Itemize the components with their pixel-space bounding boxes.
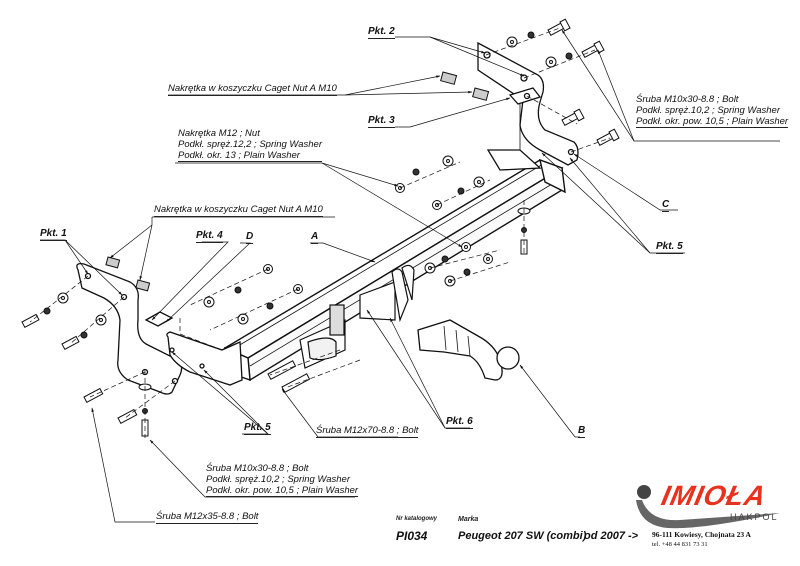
catalog-number-label: Nr katalogowy <box>396 516 438 522</box>
fasteners <box>21 18 620 437</box>
bolt-right-1 <box>561 108 585 126</box>
note-nut-m12-line-3: Podkł. okr. 13 ; Plain Washer <box>178 150 322 162</box>
label-part-b: B <box>578 425 586 438</box>
note-bolt-m10-left-line-2: Podkł. spręż.10,2 ; Spring Washer <box>206 474 350 485</box>
note-bolt-m10-right-line-3: Podkł. okr. pow. 10,5 ; Plain Washer <box>636 116 789 128</box>
catalog-number: PI034 <box>396 529 428 543</box>
note-bolt-m10-right-line-1: Śruba M10x30-8.8 ; Bolt <box>636 94 739 105</box>
label-pkt-1: Pkt. 1 <box>40 228 67 241</box>
label-caget-nut-top: Nakrętka w koszyczku Caget Nut A M10 <box>168 83 337 96</box>
left-side-plate <box>166 331 243 386</box>
note-bolt-m10-left-line-3: Podkł. okr. pow. 10,5 ; Plain Washer <box>206 485 359 497</box>
bolt-m12x70-2 <box>281 373 311 393</box>
right-bracket <box>477 41 579 171</box>
vehicle-year: od 2007 -> <box>584 530 639 542</box>
label-part-c: C <box>662 199 670 212</box>
label-caget-nut-left: Nakrętka w koszyczku Caget Nut A M10 <box>154 204 323 217</box>
brand-name: IMIOŁA <box>658 480 770 511</box>
brand-logo-mark <box>636 485 780 529</box>
label-pkt-2: Pkt. 2 <box>368 26 395 39</box>
label-pkt-5-right: Pkt. 5 <box>656 241 683 254</box>
note-nut-m12: Nakrętka M12 ; Nut Podkł. spręż.12,2 ; S… <box>178 128 322 162</box>
mount-bracket <box>359 264 415 323</box>
label-pkt-6: Pkt. 6 <box>446 416 473 429</box>
note-bolt-m10-left-line-1: Śruba M10x30-8.8 ; Bolt <box>206 463 309 474</box>
bolt-top-1 <box>547 18 571 36</box>
left-bracket <box>76 262 183 395</box>
label-pkt-5-left: Pkt. 5 <box>244 422 271 435</box>
brand-address: 96-111 Kowiesy, Chojnata 23 A <box>652 530 751 539</box>
vehicle-model: Peugeot 207 SW (combi) <box>458 530 587 542</box>
bolt-m12x70 <box>267 360 297 380</box>
label-pkt-4: Pkt. 4 <box>196 230 223 243</box>
label-part-a: A <box>311 231 319 244</box>
bolt-right-2 <box>596 128 620 146</box>
label-bolt-m12x70: Śruba M12x70-8.8 ; Bolt <box>316 425 419 438</box>
note-nut-m12-line-2: Podkł. spręż.12,2 ; Spring Washer <box>178 139 322 150</box>
ball-hitch <box>417 319 520 381</box>
note-nut-m12-line-1: Nakrętka M12 ; Nut <box>178 128 260 139</box>
note-bolt-m10-right: Śruba M10x30-8.8 ; Bolt Podkł. spręż.10,… <box>636 94 789 128</box>
label-part-d: D <box>246 231 254 244</box>
bolt-top-2 <box>581 40 605 58</box>
brand-phone: tel. +48 44 831 73 31 <box>652 541 708 548</box>
bolt-left-1 <box>21 313 40 328</box>
label-bolt-m12x35: Śruba M12x35-8.8 ; Bolt <box>156 511 259 524</box>
make-label: Marka <box>458 516 479 523</box>
assembly-axis-lines <box>29 27 611 438</box>
brand-subname: HAKPOL <box>730 512 779 522</box>
note-bolt-m10-left: Śruba M10x30-8.8 ; Bolt Podkł. spręż.10,… <box>206 463 359 497</box>
bolt-left-2 <box>61 335 80 350</box>
label-pkt-3: Pkt. 3 <box>368 115 395 128</box>
note-bolt-m10-right-line-2: Podkł. spręż.10,2 ; Spring Washer <box>636 105 780 116</box>
